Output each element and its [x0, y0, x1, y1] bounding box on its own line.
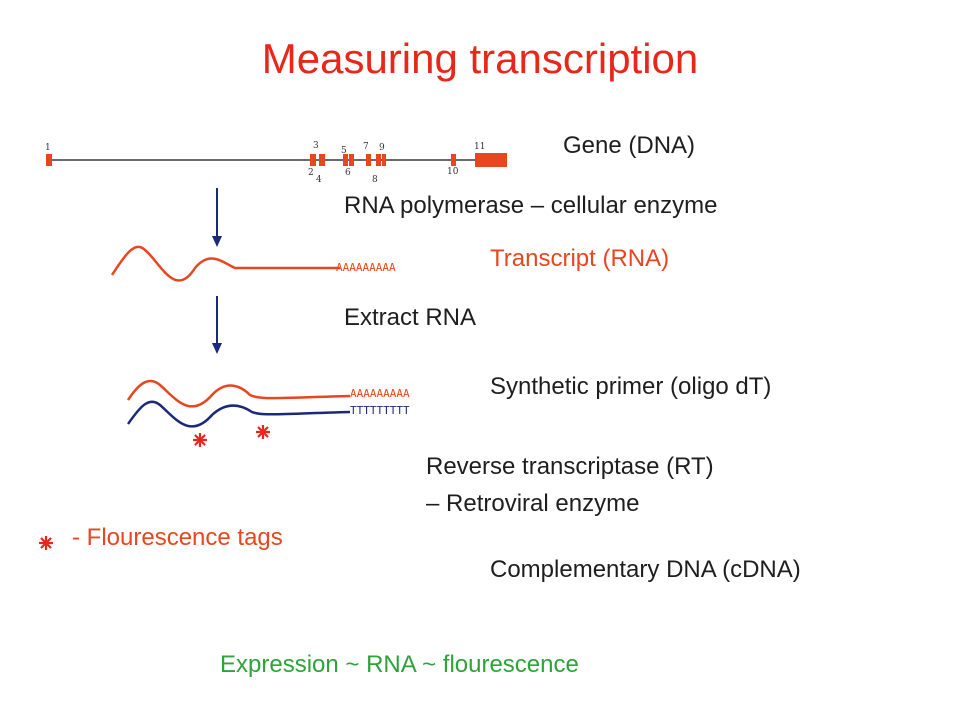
- starburst-icon: [193, 433, 207, 447]
- starburst-icon: [256, 425, 270, 439]
- exon-number-2: 2: [308, 168, 314, 178]
- exon-number-4: 4: [316, 175, 322, 185]
- exon-number-9: 9: [379, 143, 385, 153]
- polyt-primer: TTTTTTTTT: [350, 404, 410, 417]
- exon-5: [343, 154, 348, 166]
- extracted-rna-strand: [126, 379, 351, 408]
- gene-label: Gene (DNA): [563, 132, 696, 159]
- exon-number-11: 11: [474, 142, 485, 152]
- exon-number-10: 10: [447, 167, 459, 177]
- primer-label: Synthetic primer (oligo dT): [490, 373, 772, 400]
- exon-2: [310, 154, 316, 166]
- exon-number-3: 3: [313, 141, 319, 151]
- exon-9: [382, 154, 386, 166]
- exon-number-5: 5: [341, 146, 347, 156]
- exon-number-7: 7: [363, 142, 369, 152]
- exon-10: [451, 154, 456, 166]
- transcript-label: Transcript (RNA): [490, 245, 670, 272]
- rt-label-line2: – Retroviral enzyme: [426, 490, 640, 517]
- exon-number-1: 1: [45, 143, 51, 153]
- extract-rna-label: Extract RNA: [344, 304, 477, 331]
- exon-6: [349, 154, 354, 166]
- exon-1: [46, 154, 52, 166]
- polya-tail-extracted: AAAAAAAAA: [350, 387, 410, 400]
- polya-tail-transcript: AAAAAAAAA: [336, 261, 396, 274]
- transcript-rna-strand: [110, 245, 340, 282]
- arrow-transcription: [212, 188, 222, 247]
- rna-polymerase-label: RNA polymerase – cellular enzyme: [344, 192, 718, 219]
- gene-structure: 1 3 2 4 5 6 7 8 9 10 11: [45, 141, 507, 185]
- starburst-icon: [39, 536, 53, 550]
- cdna-strand: [126, 400, 351, 428]
- fluorescence-legend-label: - Flourescence tags: [72, 524, 283, 551]
- arrow-extraction: [212, 296, 222, 354]
- exon-number-8: 8: [372, 175, 378, 185]
- exon-11: [475, 153, 507, 167]
- rt-label-line1: Reverse transcriptase (RT): [426, 453, 714, 480]
- exon-number-6: 6: [345, 168, 351, 178]
- cdna-label: Complementary DNA (cDNA): [490, 556, 801, 583]
- footer-equation: Expression ~ RNA ~ flourescence: [220, 651, 579, 678]
- exon-8: [376, 154, 381, 166]
- exon-3-4: [319, 154, 325, 166]
- exon-7: [366, 154, 371, 166]
- page-title: Measuring transcription: [261, 35, 699, 82]
